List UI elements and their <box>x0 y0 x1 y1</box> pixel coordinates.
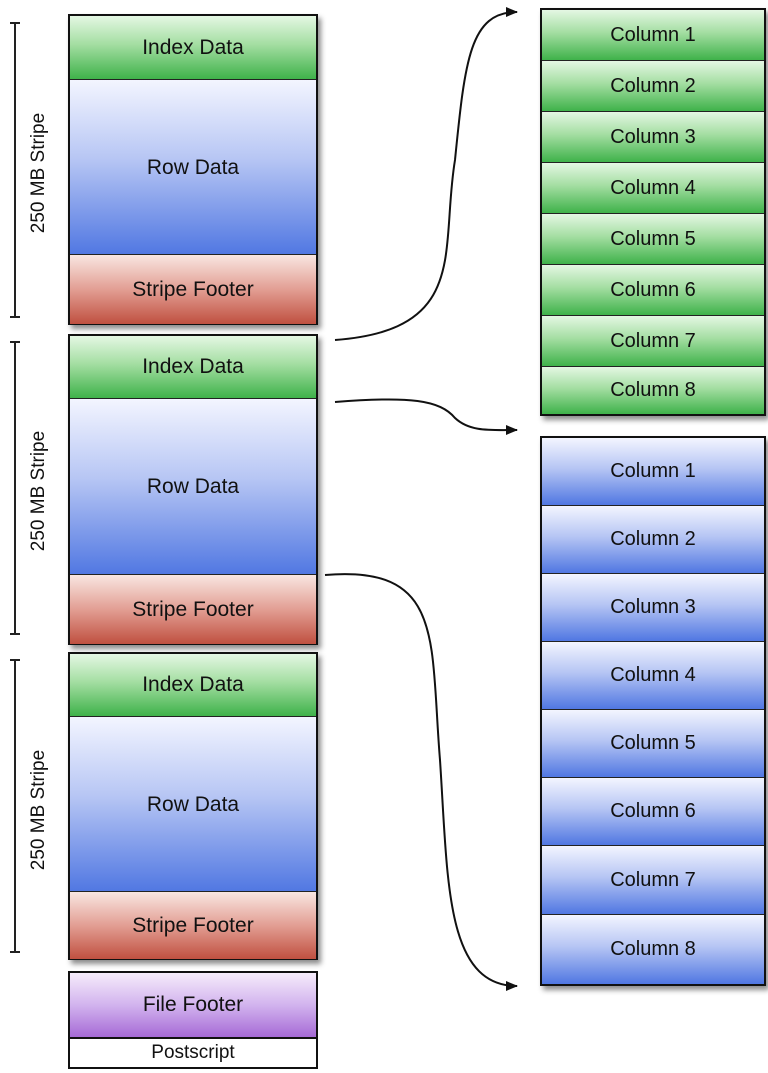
stripe-1: Index Data Row Data Stripe Footer <box>68 14 318 325</box>
stripe-2-bracket <box>10 341 20 635</box>
row-column-5: Column 5 <box>542 710 764 778</box>
stripe-3-bracket <box>10 659 20 953</box>
arrow-to-index-columns <box>334 7 518 341</box>
index-column-4: Column 4 <box>542 163 764 214</box>
row-column-4: Column 4 <box>542 642 764 710</box>
index-columns-stack: Column 1 Column 2 Column 3 Column 4 Colu… <box>540 8 766 416</box>
arrow-to-row-columns-top <box>334 398 518 436</box>
stripe-1-row-data: Row Data <box>70 79 316 255</box>
stripe-3-row-data: Row Data <box>70 716 316 892</box>
postscript: Postscript <box>68 1037 318 1069</box>
index-column-5: Column 5 <box>542 214 764 265</box>
stripe-1-index-data: Index Data <box>70 16 316 79</box>
index-column-2: Column 2 <box>542 61 764 112</box>
index-column-1: Column 1 <box>542 10 764 61</box>
index-column-6: Column 6 <box>542 265 764 316</box>
index-column-7: Column 7 <box>542 316 764 367</box>
row-column-7: Column 7 <box>542 846 764 915</box>
stripe-3-stripe-footer: Stripe Footer <box>70 891 316 959</box>
row-column-2: Column 2 <box>542 506 764 574</box>
arrow-to-row-columns-bottom <box>324 573 518 991</box>
stripe-2-index-data: Index Data <box>70 336 316 398</box>
stripe-2-stripe-footer: Stripe Footer <box>70 574 316 644</box>
index-column-3: Column 3 <box>542 112 764 163</box>
stripe-3: Index Data Row Data Stripe Footer <box>68 652 318 960</box>
stripe-2: Index Data Row Data Stripe Footer <box>68 334 318 645</box>
row-columns-stack: Column 1 Column 2 Column 3 Column 4 Colu… <box>540 436 766 986</box>
stripe-2-row-data: Row Data <box>70 398 316 575</box>
row-column-1: Column 1 <box>542 438 764 506</box>
row-column-8: Column 8 <box>542 915 764 984</box>
row-column-3: Column 3 <box>542 574 764 642</box>
stripe-1-bracket <box>10 22 20 318</box>
index-column-8: Column 8 <box>542 367 764 414</box>
row-column-6: Column 6 <box>542 778 764 846</box>
stripe-1-stripe-footer: Stripe Footer <box>70 254 316 324</box>
stripe-3-index-data: Index Data <box>70 654 316 716</box>
